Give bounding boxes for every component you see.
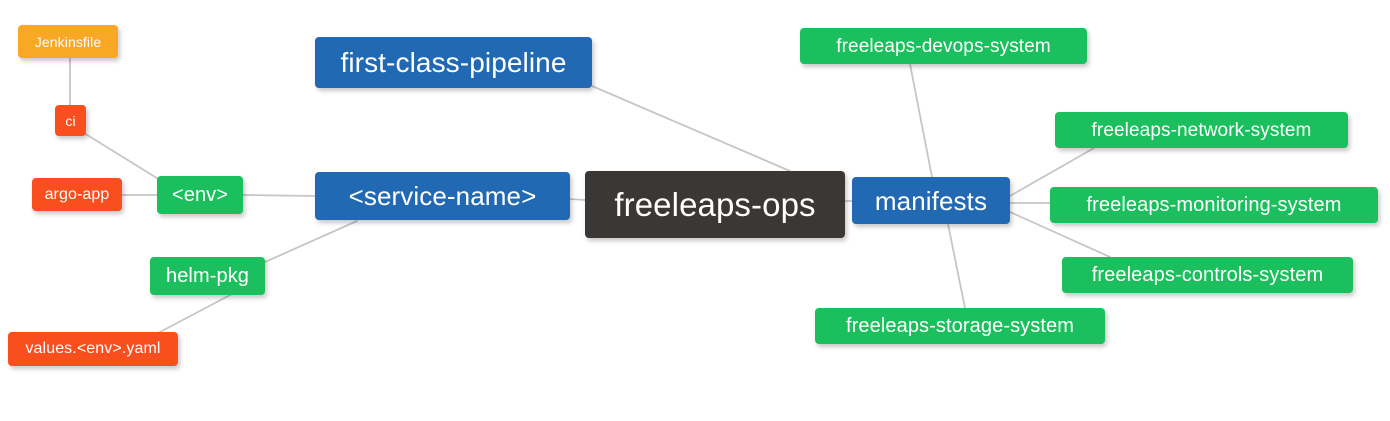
node-freeleaps-network-system[interactable]: freeleaps-network-system — [1055, 112, 1348, 148]
node-label-argo-app: argo-app — [44, 185, 110, 203]
node-label-freeleaps-monitoring-system: freeleaps-monitoring-system — [1086, 194, 1342, 216]
node-label-manifests: manifests — [874, 185, 988, 216]
node-label-ci: ci — [65, 112, 76, 129]
node-ci[interactable]: ci — [55, 105, 86, 136]
node-label-values-env-yaml: values.<env>.yaml — [25, 340, 161, 357]
node-label-freeleaps-network-system: freeleaps-network-system — [1091, 119, 1312, 141]
node-freeleaps-storage-system[interactable]: freeleaps-storage-system — [815, 308, 1105, 344]
node-label-helm-pkg: helm-pkg — [165, 265, 250, 287]
node-label-freeleaps-controls-system: freeleaps-controls-system — [1091, 264, 1324, 286]
node-label-jenkinsfile: Jenkinsfile — [34, 33, 102, 50]
node-jenkinsfile[interactable]: Jenkinsfile — [18, 25, 118, 58]
node-label-freeleaps-storage-system: freeleaps-storage-system — [845, 315, 1075, 337]
node-helm-pkg[interactable]: helm-pkg — [150, 257, 265, 295]
node-label-freeleaps-devops-system: freeleaps-devops-system — [836, 35, 1051, 57]
node-service-name[interactable]: <service-name> — [315, 172, 570, 220]
edge-manifests-to-freeleaps-devops-system — [909, 63, 933, 178]
edge-first-class-pipeline-to-freeleaps-ops — [591, 85, 791, 172]
node-env[interactable]: <env> — [157, 176, 243, 214]
node-label-freeleaps-ops: freeleaps-ops — [614, 186, 816, 223]
edge-values-env-yaml-to-helm-pkg — [159, 293, 233, 333]
node-freeleaps-controls-system[interactable]: freeleaps-controls-system — [1062, 257, 1353, 293]
node-label-first-class-pipeline: first-class-pipeline — [340, 46, 567, 78]
edge-helm-pkg-to-service-name — [264, 220, 358, 263]
node-argo-app[interactable]: argo-app — [32, 178, 122, 211]
node-values-env-yaml[interactable]: values.<env>.yaml — [8, 332, 178, 366]
node-freeleaps-ops[interactable]: freeleaps-ops — [585, 171, 845, 238]
node-label-env: <env> — [171, 184, 229, 206]
edge-ci-to-env — [83, 132, 161, 181]
node-label-service-name: <service-name> — [348, 181, 537, 211]
node-freeleaps-monitoring-system[interactable]: freeleaps-monitoring-system — [1050, 187, 1378, 223]
node-manifests[interactable]: manifests — [852, 177, 1010, 224]
node-freeleaps-devops-system[interactable]: freeleaps-devops-system — [800, 28, 1087, 64]
node-first-class-pipeline[interactable]: first-class-pipeline — [315, 37, 592, 88]
edge-env-to-service-name — [242, 194, 316, 197]
edge-service-name-to-freeleaps-ops — [569, 198, 586, 201]
edge-manifests-to-freeleaps-storage-system — [947, 223, 966, 309]
